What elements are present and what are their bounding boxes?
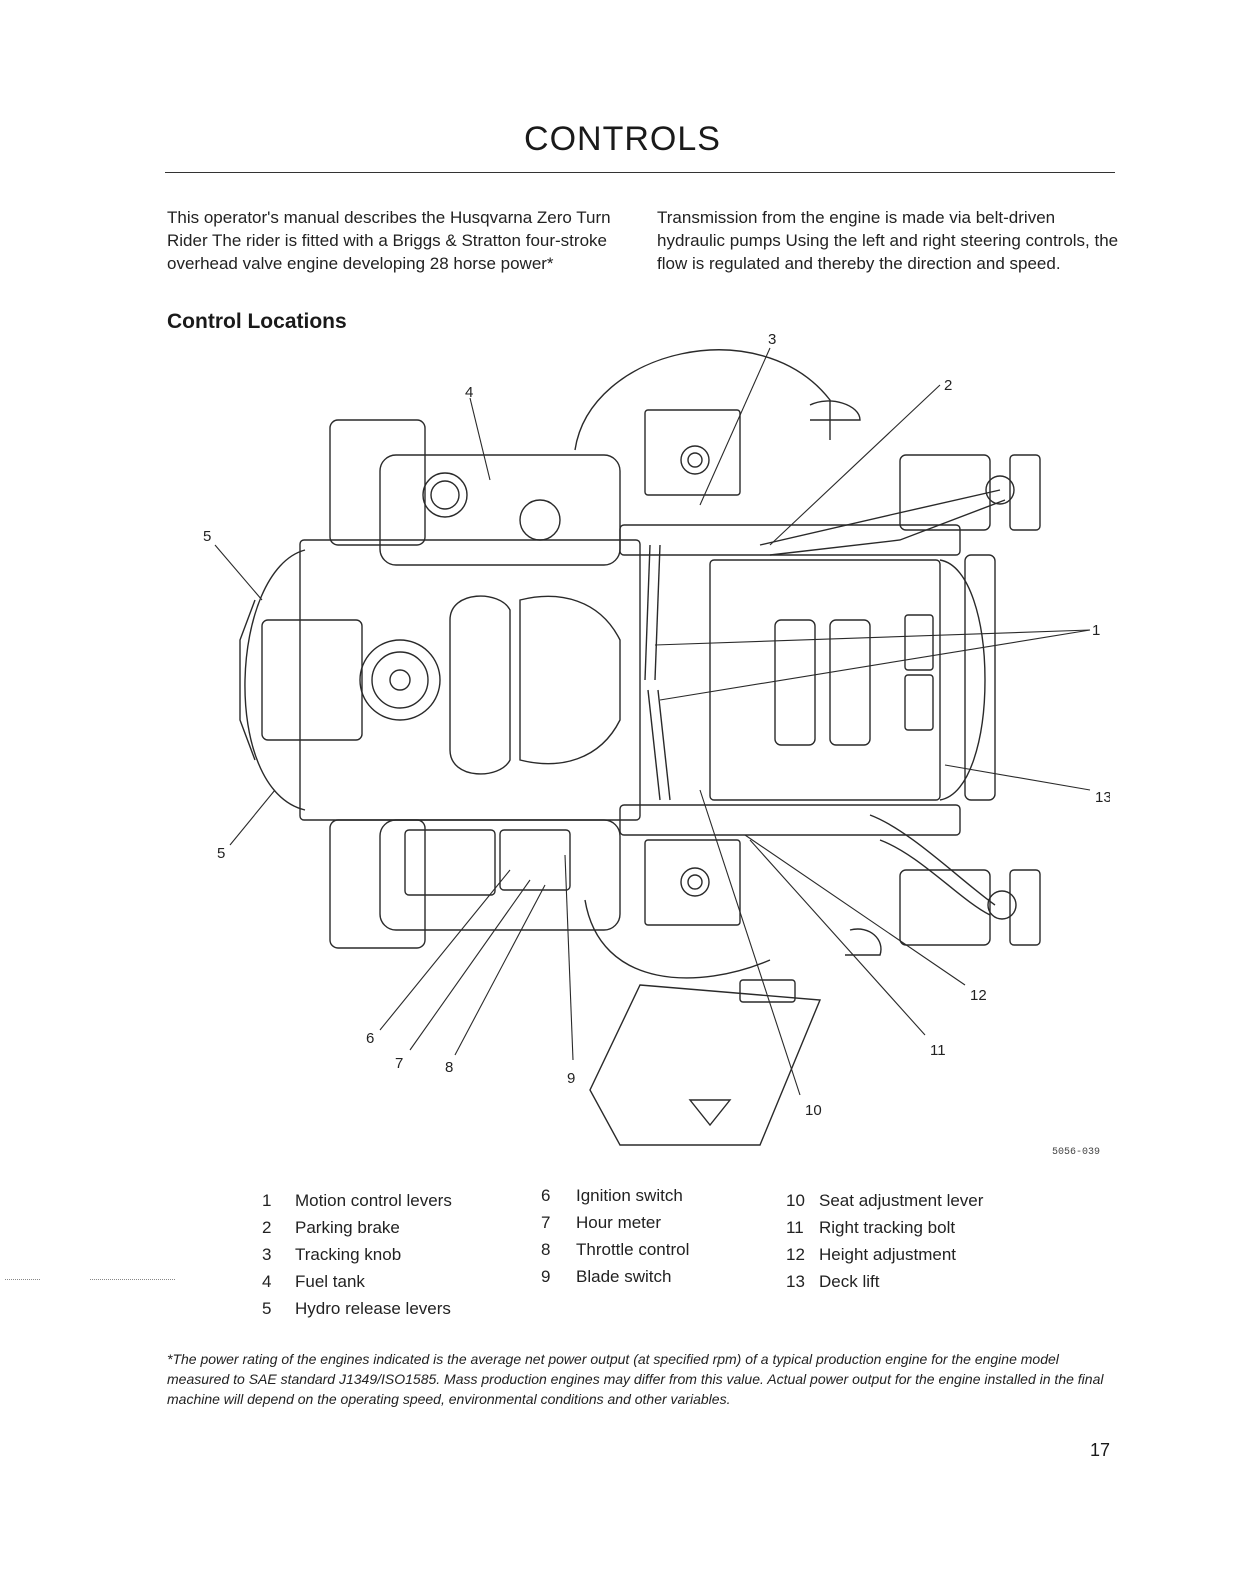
page-number: 17	[1090, 1440, 1111, 1460]
footnote: *The power rating of the engines indicat…	[167, 1351, 1104, 1407]
intro-right-paragraph: Transmission from the engine is made via…	[657, 208, 1119, 273]
callout-5-top: 5	[203, 528, 211, 545]
legend-number: 11	[786, 1218, 804, 1237]
legend-label: Hydro release levers	[295, 1299, 451, 1318]
legend-label: Fuel tank	[295, 1272, 365, 1291]
legend-item: 13 Deck lift	[786, 1268, 983, 1295]
legend-number: 5	[262, 1299, 272, 1318]
legend-item: 7 Hour meter	[541, 1209, 689, 1236]
title-rule	[165, 172, 1115, 173]
callout-11: 11	[930, 1042, 946, 1059]
legend-column-2: 6 Ignition switch 7 Hour meter 8 Throttle c…	[541, 1182, 689, 1290]
callout-1: 1	[1092, 622, 1100, 639]
scan-mark-left	[5, 1279, 40, 1280]
intro-left-paragraph: This operator's manual describes the Hus…	[167, 208, 611, 273]
legend-item: 12 Height adjustment	[786, 1241, 983, 1268]
legend-label: Tracking knob	[295, 1245, 402, 1264]
legend-label: Right tracking bolt	[819, 1218, 956, 1237]
legend-number: 3	[262, 1245, 272, 1264]
callout-2: 2	[944, 377, 952, 394]
callout-8: 8	[445, 1059, 453, 1076]
page-title: CONTROLS	[524, 120, 721, 158]
legend-item: 9 Blade switch	[541, 1263, 689, 1290]
legend-column-3: 10 Seat adjustment lever 11 Right tracking…	[786, 1187, 983, 1295]
callout-9: 9	[567, 1070, 575, 1087]
callout-3: 3	[768, 331, 776, 348]
legend-item: 2 Parking brake	[262, 1214, 452, 1241]
callout-12: 12	[970, 987, 987, 1004]
legend-label: Seat adjustment lever	[819, 1191, 984, 1210]
legend-number: 2	[262, 1218, 272, 1237]
legend-number: 7	[541, 1213, 551, 1232]
legend-column-1: 1 Motion control levers 2 Parking brake 3 T…	[262, 1187, 452, 1322]
legend-item: 5 Hydro release levers	[262, 1295, 452, 1322]
callout-6: 6	[366, 1030, 374, 1047]
legend-label: Hour meter	[576, 1213, 662, 1232]
legend-item: 1 Motion control levers	[262, 1187, 452, 1214]
scan-mark-mid	[90, 1279, 175, 1280]
legend-label: Ignition switch	[576, 1186, 683, 1205]
callout-4: 4	[465, 384, 473, 401]
legend-label: Blade switch	[576, 1267, 672, 1286]
legend-item: 10 Seat adjustment lever	[786, 1187, 983, 1214]
legend-label: Throttle control	[576, 1240, 690, 1259]
figure-code: 5056-039	[1052, 1147, 1101, 1158]
legend-label: Motion control levers	[295, 1191, 452, 1210]
legend-item: 6 Ignition switch	[541, 1182, 689, 1209]
callout-7: 7	[395, 1055, 403, 1072]
callout-13: 13	[1095, 789, 1110, 806]
legend-label: Parking brake	[295, 1218, 400, 1237]
callout-10: 10	[805, 1102, 822, 1119]
legend-item: 3 Tracking knob	[262, 1241, 452, 1268]
legend-item: 8 Throttle control	[541, 1236, 689, 1263]
legend-number: 6	[541, 1186, 551, 1205]
mower-diagram: 3 2 4 5 5 1 13 12 11 10 9 8 7 6	[203, 331, 1110, 1146]
legend-label: Height adjustment	[819, 1245, 957, 1264]
callout-5-bottom: 5	[217, 845, 225, 862]
section-heading: Control Locations	[167, 310, 347, 333]
legend-item: 11 Right tracking bolt	[786, 1214, 983, 1241]
legend-number: 1	[262, 1191, 272, 1210]
legend-number: 8	[541, 1240, 551, 1259]
legend-label: Deck lift	[819, 1272, 880, 1291]
legend-number: 9	[541, 1267, 551, 1286]
legend-number: 10	[786, 1191, 805, 1210]
legend-item: 4 Fuel tank	[262, 1268, 452, 1295]
legend-number: 12	[786, 1245, 805, 1264]
legend-number: 4	[262, 1272, 272, 1291]
legend-number: 13	[786, 1272, 805, 1291]
